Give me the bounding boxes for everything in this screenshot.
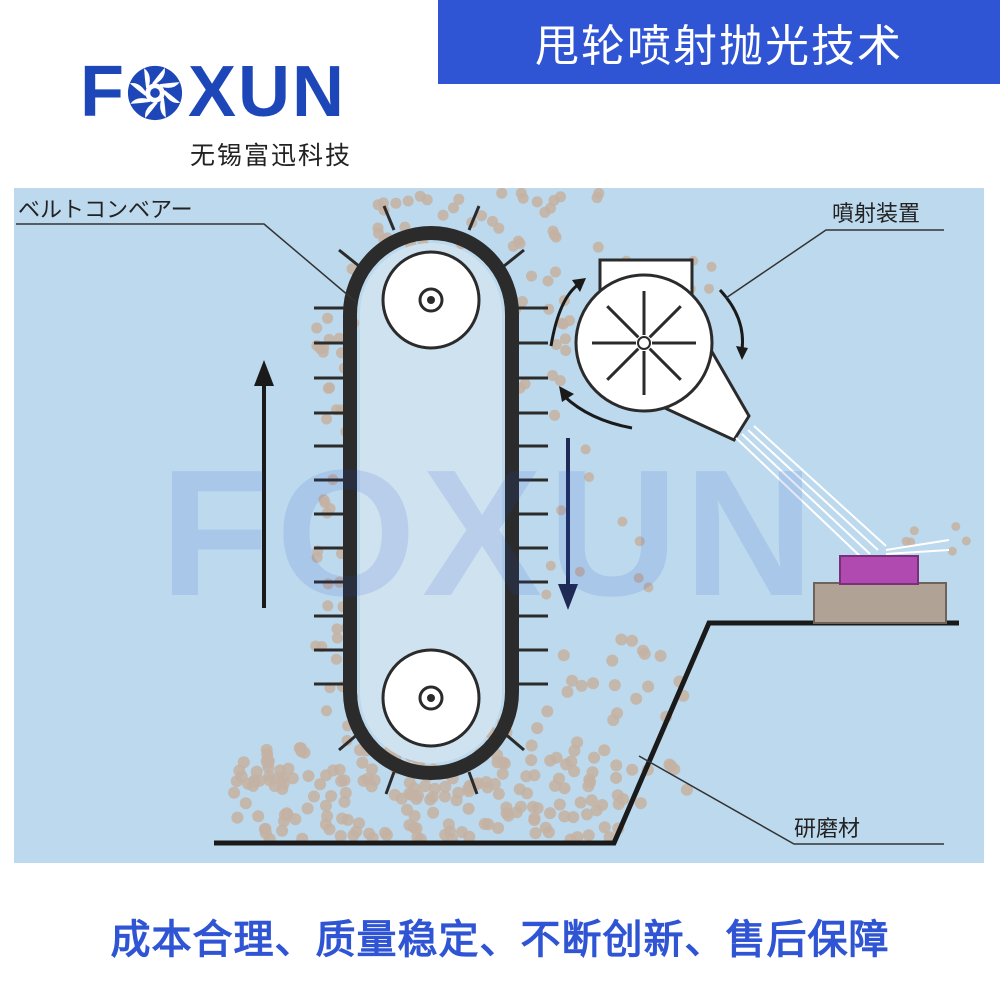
rotation-arrows: [549, 282, 745, 430]
title-text: 甩轮喷射抛光技术: [535, 21, 903, 72]
belt-conveyor: [314, 205, 548, 795]
logo-letters-xun: XUN: [187, 52, 346, 132]
diagram: ベルトコンベアー 噴射装置 研磨材: [14, 188, 984, 863]
workpiece: [839, 555, 919, 585]
logo-subtitle: 无锡富迅科技: [190, 141, 353, 170]
turbine-wheel-icon: [127, 65, 183, 121]
up-arrow: [254, 360, 274, 608]
down-arrow: [558, 438, 578, 610]
abrasive-jet: [735, 425, 887, 559]
rebound-lines: [885, 539, 950, 555]
work-stage: [813, 582, 947, 624]
label-spray-device: 噴射装置: [832, 202, 921, 227]
diagram-svg: [16, 188, 971, 846]
logo-wordmark: F XUN: [80, 52, 346, 132]
logo-letter-f: F: [80, 52, 126, 132]
spray-device: [574, 258, 751, 442]
slogan: 成本合理、质量稳定、不断创新、售后保障: [0, 892, 1000, 980]
watermark: FOXUN: [160, 433, 820, 634]
logo: F XUN 无锡富迅科技: [80, 52, 370, 170]
title-banner: 甩轮喷射抛光技术: [438, 0, 1000, 84]
label-abrasive: 研磨材: [794, 817, 861, 842]
label-belt-conveyor: ベルトコンベアー: [18, 198, 193, 223]
label-leaders: [16, 223, 944, 845]
